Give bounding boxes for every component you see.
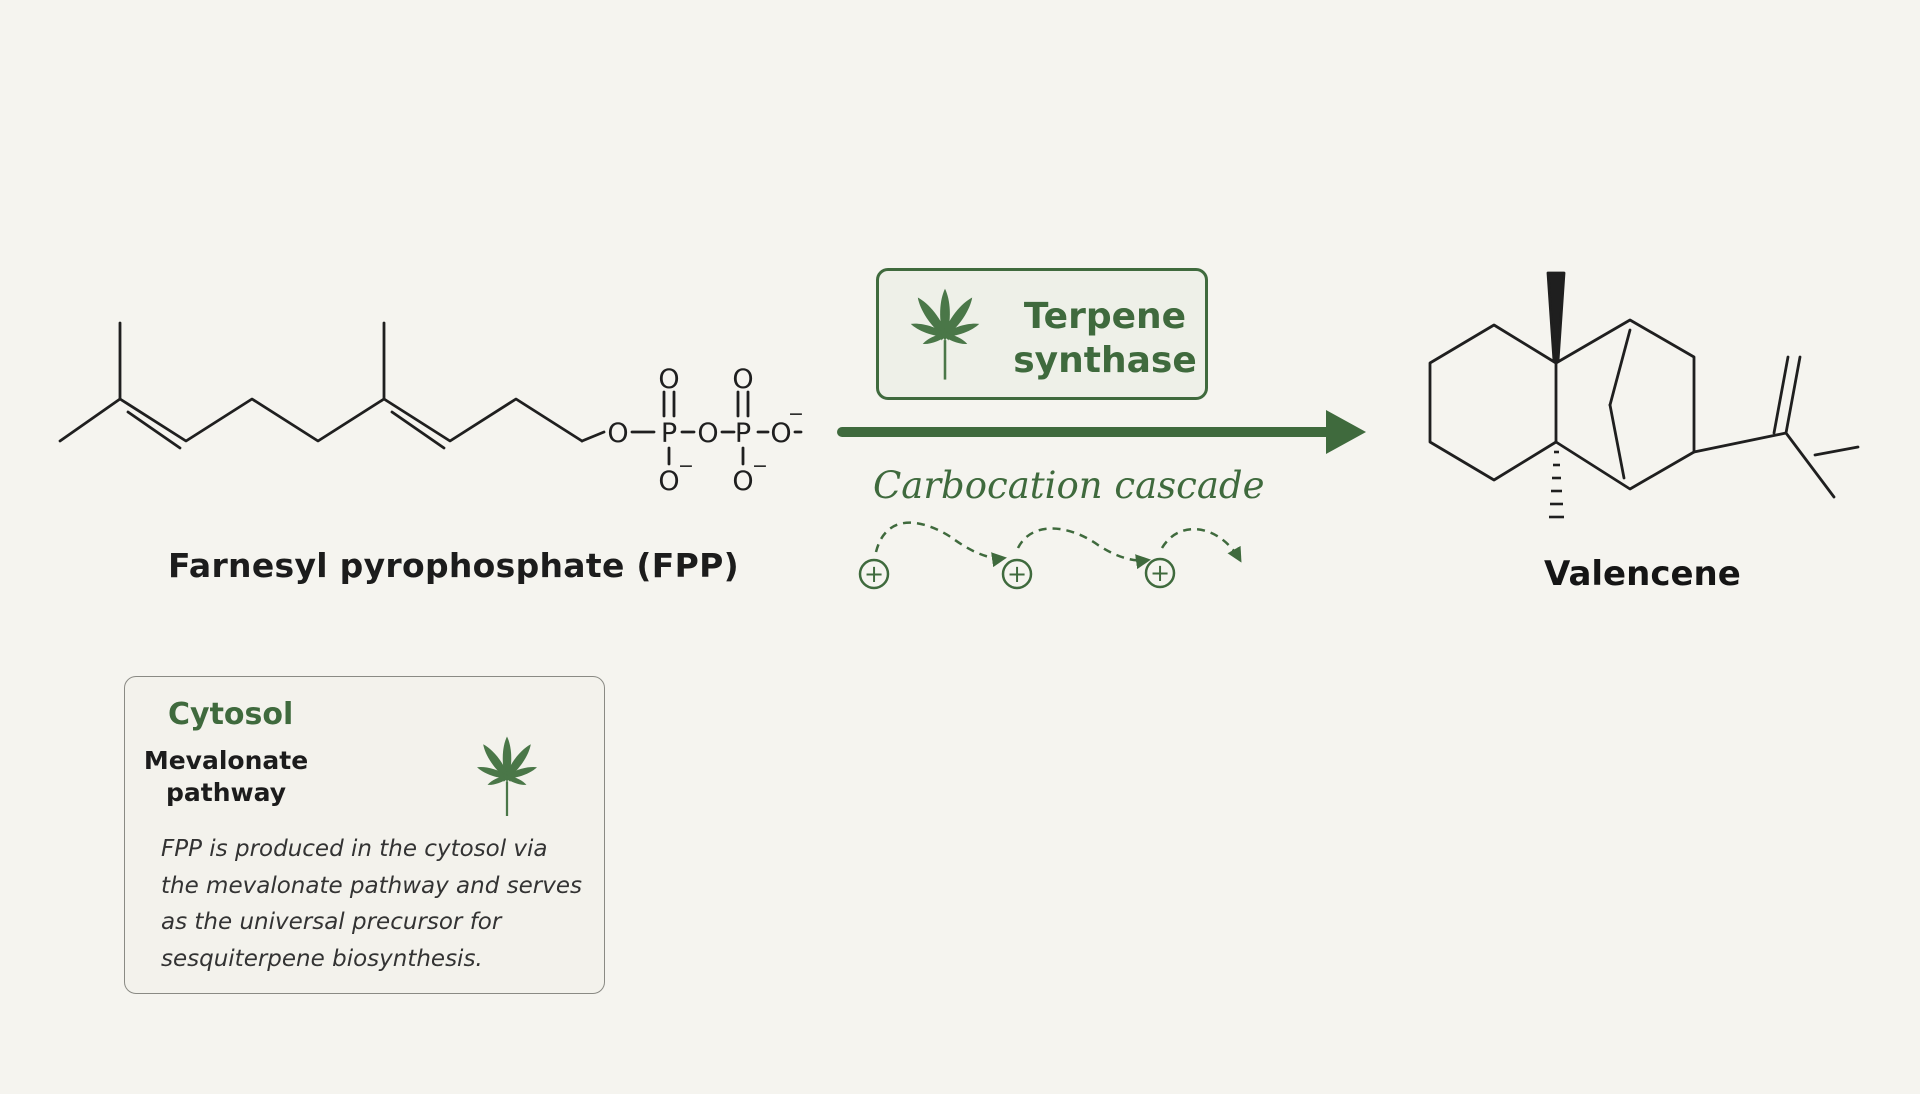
product-label: Valencene (1544, 554, 1741, 594)
cascade-arrow-3 (1160, 527, 1242, 563)
atom-o: O (658, 466, 679, 497)
enzyme-name-line2: synthase (1013, 340, 1197, 381)
charge-minus: − (678, 455, 694, 477)
valencene-wedge-methyl (1546, 271, 1566, 363)
atom-p: P (661, 418, 677, 449)
substrate-label: Farnesyl pyrophosphate (FPP) (168, 546, 739, 585)
fpp-double-bond-2 (390, 410, 446, 450)
enzyme-name: Terpene synthase (1013, 295, 1197, 383)
mechanism-label: Carbocation cascade (873, 464, 1265, 507)
cytosol-title: Cytosol (168, 697, 294, 732)
valencene-hash-bond (1549, 450, 1564, 519)
atom-o: O (732, 466, 753, 497)
charge-minus: − (788, 403, 804, 425)
svg-text:+: + (1007, 560, 1027, 588)
cascade-arrow-2 (1016, 527, 1151, 570)
valencene-bridge (1608, 328, 1632, 407)
valencene-structure (1428, 271, 1860, 499)
fpp-double-bond-1 (126, 410, 182, 450)
fpp-bond-ch2-o (580, 430, 606, 443)
carbocation-plus-signs: + + + (864, 559, 1170, 588)
cytosol-info-box: Cytosol Mevalonate pathway FPP is produc… (124, 676, 605, 994)
cytosol-description: FPP is produced in the cytosol via the m… (161, 836, 582, 972)
fpp-phosphate-atoms: O P O P O O O O O − − − (607, 364, 804, 497)
valencene-ring-right (1554, 318, 1696, 491)
pathway-label-line2: pathway (165, 778, 286, 807)
pathway-label: Mevalonate pathway (141, 745, 311, 809)
carbocation-cascade (858, 521, 1242, 590)
cannabis-leaf-icon (910, 288, 980, 380)
valencene-isopropenyl-bond (1692, 431, 1788, 454)
fpp-carbon-chain (58, 397, 584, 443)
carbocation-icon (1001, 558, 1033, 590)
carbocation-icon (1144, 557, 1176, 589)
enzyme-box: Terpene synthase (876, 268, 1208, 400)
valencene-ring-left (1428, 323, 1558, 482)
atom-o: O (697, 418, 718, 449)
svg-text:+: + (864, 560, 884, 588)
atom-o: O (607, 418, 628, 449)
atom-o: O (658, 364, 679, 395)
atom-o: O (770, 418, 791, 449)
enzyme-name-line1: Terpene (1023, 296, 1187, 337)
svg-text:+: + (1150, 559, 1170, 587)
carbocation-icon (858, 558, 890, 590)
cascade-arrow-1 (874, 521, 1007, 568)
atom-p: P (735, 418, 751, 449)
fpp-structure (58, 321, 803, 466)
atom-o: O (732, 364, 753, 395)
cannabis-leaf-icon (477, 736, 537, 816)
pathway-label-line1: Mevalonate (143, 746, 309, 775)
reaction-arrow (837, 410, 1366, 454)
charge-minus: − (752, 455, 768, 477)
